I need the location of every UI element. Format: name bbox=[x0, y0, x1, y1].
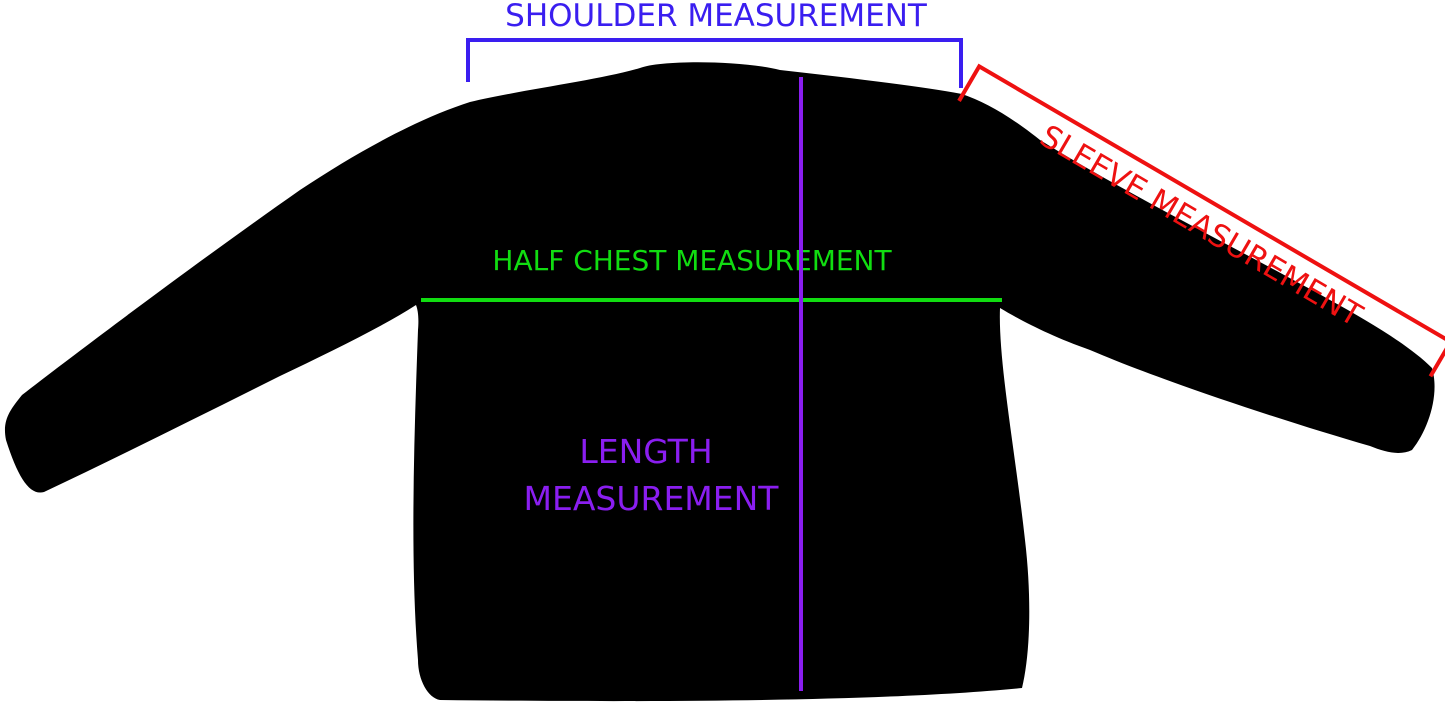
shoulder-bracket bbox=[466, 38, 963, 88]
length-label-line1: LENGTH bbox=[579, 432, 712, 471]
sleeve-bracket bbox=[957, 63, 1445, 378]
length-label-line2: MEASUREMENT bbox=[524, 479, 780, 518]
half-chest-label: HALF CHEST MEASUREMENT bbox=[492, 244, 892, 277]
sweater-silhouette bbox=[4, 62, 1435, 702]
shoulder-label: SHOULDER MEASUREMENT bbox=[505, 0, 928, 34]
